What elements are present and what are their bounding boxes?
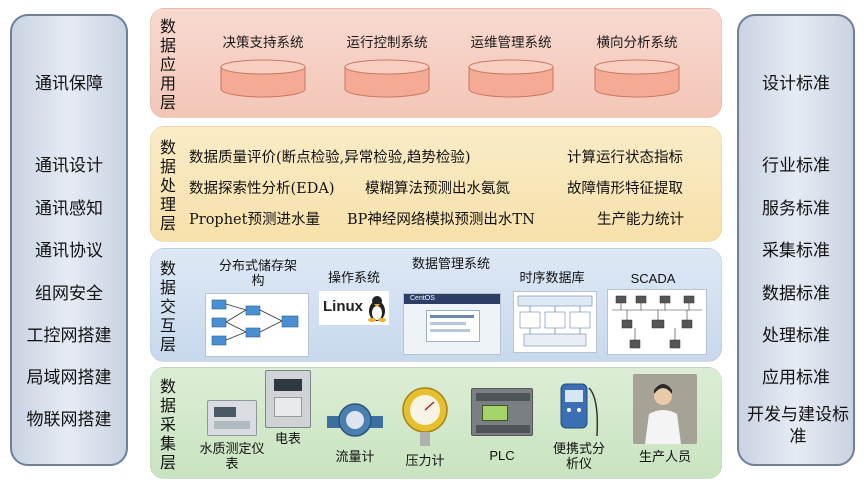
flow-meter-icon — [327, 403, 383, 437]
interaction-layer: 数据交互层 分布式储存架构 操作系统 Linux 数据管理系统 Cen — [150, 248, 722, 362]
worker-person-icon — [633, 374, 697, 444]
centos-title-text: CentOS — [410, 295, 435, 302]
right-item-data-standard: 数据标准 — [762, 284, 830, 304]
plc-label: PLC — [489, 448, 515, 463]
database-cylinder-icon — [344, 59, 430, 98]
collection-layer-title: 数据采集层 — [159, 376, 176, 472]
portable-analyzer-icon — [560, 383, 599, 437]
left-panel-communication: 通讯保障 通讯设计 通讯感知 通讯协议 组网安全 工控网搭建 局域网搭建 物联网… — [10, 14, 128, 466]
left-item-lan: 局域网搭建 — [26, 368, 112, 388]
electric-meter-label: 电表 — [274, 432, 301, 447]
horizontal-analysis-system: 横向分析系统 — [587, 31, 687, 107]
flow-meter-label: 流量计 — [335, 450, 375, 465]
operation-control-system: 运行控制系统 — [337, 31, 437, 107]
processing-item-eda: 数据探索性分析(EDA) — [189, 181, 335, 197]
left-item-comm-design: 通讯设计 — [35, 156, 103, 176]
production-staff-label: 生产人员 — [638, 450, 691, 465]
database-cylinder-icon — [220, 59, 306, 98]
left-item-network-security: 组网安全 — [35, 284, 103, 304]
left-item-comm-guarantee: 通讯保障 — [35, 74, 103, 94]
processing-item-fault-feature: 故障情形特征提取 — [567, 181, 683, 197]
processing-layer: 数据处理层 数据质量评价(断点检验,异常检验,趋势检验) 计算运行状态指标 数据… — [150, 126, 722, 242]
os-label: 操作系统 — [327, 271, 380, 286]
processing-item-bp-tn: BP神经网络模拟预测出水TN — [347, 212, 535, 228]
portable-analyzer-label: 便携式分析仪 — [552, 442, 605, 472]
time-series-db-label: 时序数据库 — [519, 271, 585, 286]
pressure-gauge-icon — [402, 387, 448, 446]
processing-layer-title: 数据处理层 — [159, 137, 176, 233]
water-quality-analyzer-image — [207, 400, 257, 436]
right-item-application-standard: 应用标准 — [762, 368, 830, 388]
interaction-layer-title: 数据交互层 — [159, 258, 176, 354]
architecture-diagram-icon — [517, 295, 593, 347]
database-cylinder-icon — [594, 59, 680, 98]
operation-control-label: 运行控制系统 — [346, 35, 428, 51]
right-item-dev-standard: 开发与建设标准 — [747, 405, 849, 447]
scada-diagram-image — [607, 289, 707, 355]
production-staff-image — [633, 374, 697, 444]
application-layer-title: 数据应用层 — [159, 16, 176, 112]
right-item-industry-standard: 行业标准 — [762, 156, 830, 176]
left-item-comm-sensing: 通讯感知 — [35, 199, 103, 219]
decision-support-label: 决策支持系统 — [222, 35, 304, 51]
centos-screen-image: CentOS — [403, 293, 501, 355]
portable-analyzer-image — [555, 378, 605, 438]
scada-label: SCADA — [630, 271, 676, 286]
flow-meter-image — [327, 398, 383, 442]
water-quality-analyzer-label: 水质测定仪表 — [199, 442, 265, 472]
left-item-industrial-network: 工控网搭建 — [26, 326, 112, 346]
architecture-diagram-image — [513, 291, 597, 353]
right-item-service-standard: 服务标准 — [762, 199, 830, 219]
data-management-label: 数据管理系统 — [411, 257, 490, 272]
processing-item-status-index: 计算运行状态指标 — [567, 150, 683, 166]
network-topology-image — [205, 293, 309, 357]
plc-image — [471, 388, 533, 436]
database-cylinder-icon — [468, 59, 554, 98]
left-item-comm-protocol: 通讯协议 — [35, 241, 103, 261]
distributed-storage-label: 分布式储存架构 — [218, 259, 297, 289]
application-layer: 数据应用层 决策支持系统 运行控制系统 运维管理系统 横向分析系统 — [150, 8, 722, 118]
scada-topology-icon — [612, 295, 702, 349]
network-topology-icon — [211, 299, 299, 346]
left-item-iot: 物联网搭建 — [26, 410, 112, 430]
right-item-design-standard: 设计标准 — [762, 74, 830, 94]
linux-logo: Linux — [319, 291, 389, 325]
pressure-gauge-image — [397, 386, 453, 448]
tux-penguin-icon — [368, 296, 386, 322]
right-item-processing-standard: 处理标准 — [762, 326, 830, 346]
processing-item-prophet: Prophet预测进水量 — [189, 212, 320, 228]
processing-item-quality-eval: 数据质量评价(断点检验,异常检验,趋势检验) — [189, 150, 471, 166]
horizontal-analysis-label: 横向分析系统 — [596, 35, 678, 51]
decision-support-system: 决策支持系统 — [213, 31, 313, 107]
electric-meter-image — [265, 370, 311, 428]
linux-logo-text: Linux — [323, 298, 363, 315]
maintenance-management-label: 运维管理系统 — [470, 35, 552, 51]
pressure-gauge-label: 压力计 — [405, 454, 445, 469]
processing-item-capacity-stats: 生产能力统计 — [597, 212, 684, 228]
processing-item-fuzzy-ammonia: 模糊算法预测出水氨氮 — [365, 181, 510, 197]
right-panel-standards: 设计标准 行业标准 服务标准 采集标准 数据标准 处理标准 应用标准 开发与建设… — [737, 14, 855, 466]
right-item-collection-standard: 采集标准 — [762, 241, 830, 261]
collection-layer: 数据采集层 水质测定仪表 电表 流量计 压力计 PLC — [150, 367, 722, 479]
maintenance-management-system: 运维管理系统 — [461, 31, 561, 107]
